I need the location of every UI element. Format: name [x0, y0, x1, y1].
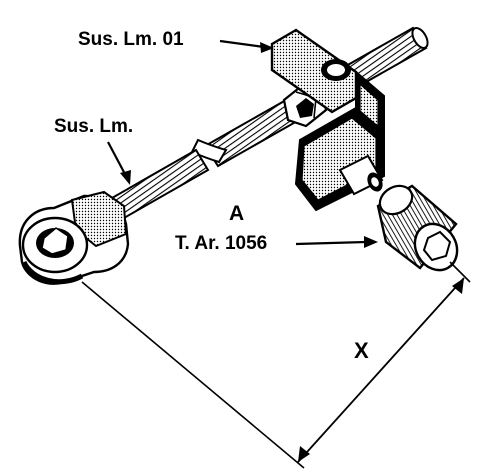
label-dimension-x: X — [354, 338, 369, 363]
knurled-sleeve — [376, 184, 459, 272]
label-part-a: A — [229, 202, 245, 225]
label-sus-lm: Sus. Lm. — [54, 116, 134, 137]
leader-arrows — [107, 39, 378, 248]
dimension-x — [81, 261, 471, 469]
label-t-ar-1056: T. Ar. 1056 — [175, 233, 268, 254]
bracket-sus-lm-01 — [270, 28, 385, 212]
label-sus-lm-01: Sus. Lm. 01 — [78, 29, 184, 50]
eye-end — [18, 190, 130, 285]
threaded-rod-lower — [110, 148, 210, 220]
